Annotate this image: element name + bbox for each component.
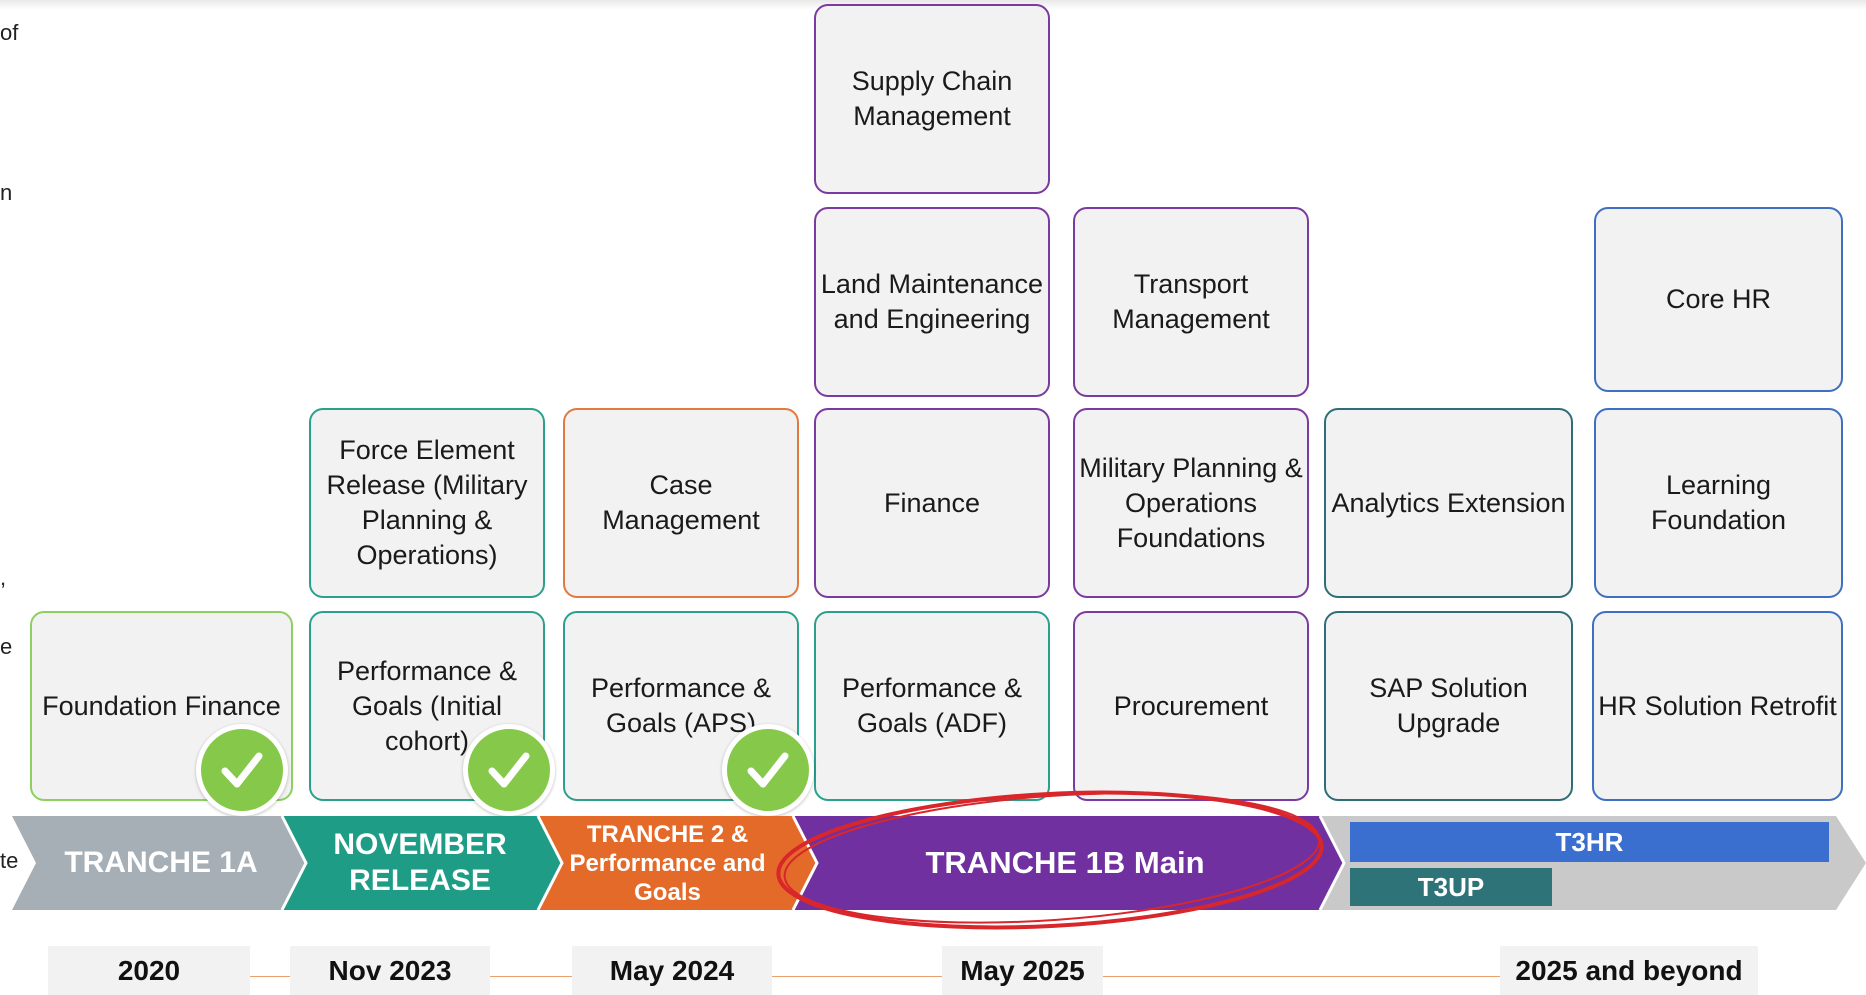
segment-tranche-1a (12, 816, 306, 910)
segment-tranche-1b (793, 816, 1344, 910)
module-label: Land Maintenance and Engineering (820, 269, 1044, 334)
module-land-maintenance[interactable]: Land Maintenance and Engineering (814, 207, 1050, 397)
module-core-hr[interactable]: Core HR (1594, 207, 1843, 392)
date-connector (772, 976, 942, 977)
module-finance[interactable]: Finance (814, 408, 1050, 598)
t3up-bar: T3UP (1350, 868, 1552, 906)
t3hr-bar: T3HR (1350, 822, 1829, 862)
date-label: May 2024 (572, 946, 772, 995)
module-label: Performance & Goals (ADF) (841, 673, 1023, 738)
module-case-management[interactable]: Case Management (563, 408, 799, 598)
tranche-1b-label: TRANCHE 1B Main (925, 845, 1205, 880)
module-transport-management[interactable]: Transport Management (1073, 207, 1309, 397)
tranche-2-label: TRANCHE 2 & Performance and Goals (569, 820, 766, 906)
highlight-ellipse (776, 790, 1324, 930)
date-label: May 2025 (942, 946, 1103, 995)
module-label: Finance (883, 487, 981, 518)
date-label: 2020 (48, 946, 250, 995)
module-label: Case Management (602, 470, 760, 535)
module-label: Transport Management (1112, 269, 1270, 334)
check-icon (196, 724, 288, 816)
module-label: SAP Solution Upgrade (1369, 673, 1528, 738)
module-performance-goals-aps[interactable]: Performance & Goals (APS) (563, 611, 799, 801)
date-label: 2025 and beyond (1500, 946, 1758, 995)
module-procurement[interactable]: Procurement (1073, 611, 1309, 801)
date-label: Nov 2023 (290, 946, 490, 995)
module-force-element-release[interactable]: Force Element Release (Military Planning… (309, 408, 545, 598)
edge-fragment: te (0, 848, 19, 873)
module-sap-solution-upgrade[interactable]: SAP Solution Upgrade (1324, 611, 1573, 801)
date-connector (490, 976, 572, 977)
module-label: HR Solution Retrofit (1598, 690, 1837, 721)
module-label: Supply Chain Management (851, 66, 1013, 131)
segment-tranche-2 (538, 816, 817, 910)
date-connector (1103, 976, 1500, 977)
segment-november-release (282, 816, 562, 910)
edge-fragment: n (0, 180, 13, 205)
date-connector (250, 976, 290, 977)
module-analytics-extension[interactable]: Analytics Extension (1324, 408, 1573, 598)
module-military-planning-operations[interactable]: Military Planning & Operations Foundatio… (1073, 408, 1309, 598)
module-label: Learning Foundation (1650, 470, 1787, 535)
module-learning-foundation[interactable]: Learning Foundation (1594, 408, 1843, 598)
module-label: Analytics Extension (1331, 487, 1566, 518)
module-label: Force Element Release (Military Planning… (326, 435, 528, 570)
module-label: Performance & Goals (Initial cohort) (336, 655, 518, 756)
november-release-label: NOVEMBER RELEASE (333, 828, 507, 897)
module-performance-goals-adf[interactable]: Performance & Goals (ADF) (814, 611, 1050, 801)
module-label: Foundation Finance (42, 690, 281, 721)
edge-fragment: , (0, 565, 7, 590)
edge-fragment: e (0, 634, 13, 659)
module-label: Performance & Goals (APS) (590, 673, 772, 738)
module-label: Military Planning & Operations Foundatio… (1079, 452, 1303, 553)
edge-fragment: of (0, 20, 19, 45)
module-label: Core HR (1665, 284, 1772, 314)
module-hr-solution-retrofit[interactable]: HR Solution Retrofit (1592, 611, 1843, 801)
check-icon (463, 724, 555, 816)
tranche-1a-label: TRANCHE 1A (64, 846, 258, 879)
module-label: Procurement (1113, 690, 1269, 721)
module-supply-chain-management[interactable]: Supply Chain Management (814, 4, 1050, 194)
check-icon (722, 724, 814, 816)
